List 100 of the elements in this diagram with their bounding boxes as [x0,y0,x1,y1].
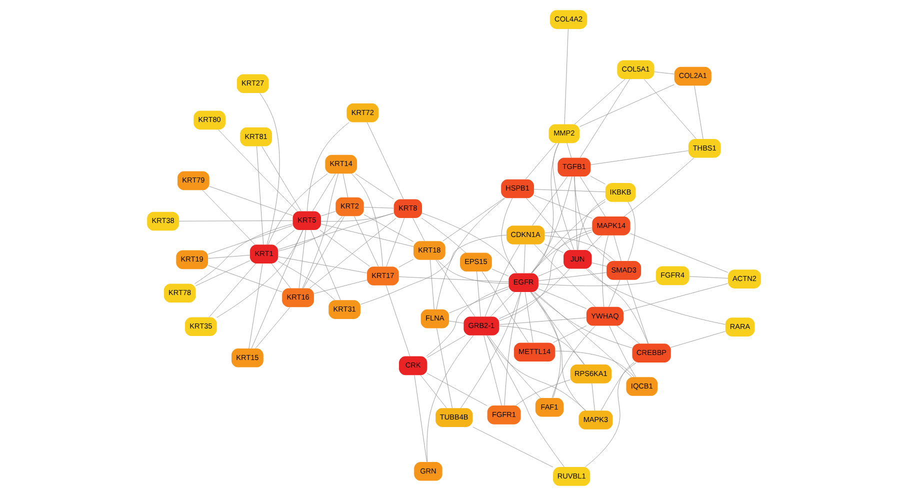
connector [271,263,291,288]
connector [298,230,306,288]
connector [585,362,634,468]
connector [262,146,302,212]
connector [579,84,674,127]
connector [278,216,343,252]
connector [580,176,606,217]
connector [208,263,256,318]
connector [538,280,656,286]
connector [276,230,295,245]
connector [414,374,428,462]
connector [616,326,640,344]
connector [552,326,596,398]
connector [574,176,578,250]
connector [484,244,520,317]
connector [592,262,607,266]
connector [501,198,516,274]
connector [588,268,648,344]
connector [351,173,383,267]
connector [531,201,606,274]
connector [602,235,609,307]
connector [574,78,626,124]
connector [504,292,522,406]
connector [490,292,515,317]
connector [689,276,728,278]
connector [499,230,592,321]
connector [524,244,526,274]
connector [484,335,502,406]
connector [552,142,574,250]
connector [442,198,504,242]
connector [437,260,509,284]
connector [194,224,293,284]
connector [302,173,338,288]
connector [320,212,394,222]
connector [320,230,370,267]
connector [309,218,396,288]
connector [624,283,728,312]
connector [580,78,630,158]
connector [630,233,728,273]
connector [196,260,250,286]
connector [534,195,592,219]
connector [426,286,509,356]
connector [499,326,585,365]
connector [590,150,688,165]
connector [525,142,556,180]
connector [486,335,586,411]
connector [342,173,348,198]
connector [530,292,586,411]
connector [218,130,298,212]
connector [427,335,466,358]
connector [553,326,587,343]
connector [260,92,280,245]
connector [278,256,367,274]
connector [534,189,606,192]
connector [564,28,568,124]
connector [320,211,336,216]
connector [531,232,592,274]
connector [355,174,394,200]
connector [670,331,726,348]
connector [531,292,561,398]
connector [532,176,568,226]
connector [644,78,697,140]
connector [524,292,534,343]
connector [499,268,570,319]
connector [600,362,636,411]
connector [251,230,303,349]
connector [628,202,636,262]
connector [694,85,704,140]
connector [268,174,328,245]
connector [310,230,341,300]
connector [216,230,304,318]
connector [609,326,636,378]
connector [586,235,602,250]
connector [476,271,481,317]
connector [578,199,606,250]
connector [364,214,414,242]
connector [278,212,394,250]
connector [544,235,615,262]
connector [534,292,632,378]
connector [492,268,509,276]
connector [544,228,592,234]
connector [624,158,694,217]
connector [430,260,434,310]
connector [626,280,649,344]
connector [531,176,572,274]
connector [314,280,368,294]
connector [544,244,564,253]
connector [354,216,378,267]
connector [482,271,529,343]
connector [592,383,595,411]
connector [448,320,464,324]
connector [255,306,290,349]
connector [499,318,587,325]
connector [256,146,264,245]
connector [566,142,572,158]
connector [420,374,447,408]
connector [208,225,293,254]
connector [436,198,506,310]
connector [448,288,509,314]
connector [208,254,250,259]
